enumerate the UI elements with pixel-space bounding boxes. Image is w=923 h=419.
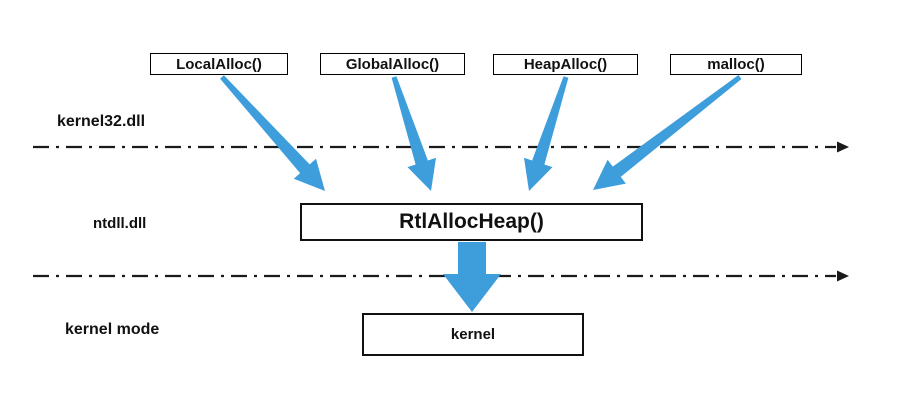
arrow-localalloc-to-rtlallocheap: [220, 75, 325, 191]
node-localalloc-label: LocalAlloc(): [176, 55, 262, 73]
separator-arrowhead-icon: [837, 270, 849, 282]
node-rtlallocheap: RtlAllocHeap(): [300, 203, 643, 241]
layer-label-ntdll: ntdll.dll: [93, 215, 147, 232]
node-globalalloc-label: GlobalAlloc(): [345, 55, 440, 73]
layer-label-kernel32: kernel32.dll: [57, 113, 146, 130]
arrow-heapalloc-to-rtlallocheap: [524, 76, 569, 191]
arrow-globalalloc-to-rtlallocheap: [391, 76, 436, 191]
node-malloc-label: malloc(): [707, 56, 765, 73]
node-kernel-label: kernel: [450, 326, 496, 343]
arrow-rtlallocheap-to-kernel: [443, 242, 501, 312]
layer-label-kernelmode: kernel mode: [65, 321, 160, 338]
node-heapalloc-label: HeapAlloc(): [523, 56, 608, 73]
separator-arrowhead-icon: [837, 141, 849, 153]
node-localalloc: LocalAlloc(): [150, 53, 288, 75]
node-globalalloc: GlobalAlloc(): [320, 53, 465, 75]
node-rtlallocheap-label: RtlAllocHeap(): [399, 210, 544, 233]
node-heapalloc: HeapAlloc(): [493, 54, 638, 75]
node-malloc: malloc(): [670, 54, 802, 75]
node-kernel: kernel: [362, 313, 584, 356]
arrow-malloc-to-rtlallocheap: [593, 75, 742, 190]
